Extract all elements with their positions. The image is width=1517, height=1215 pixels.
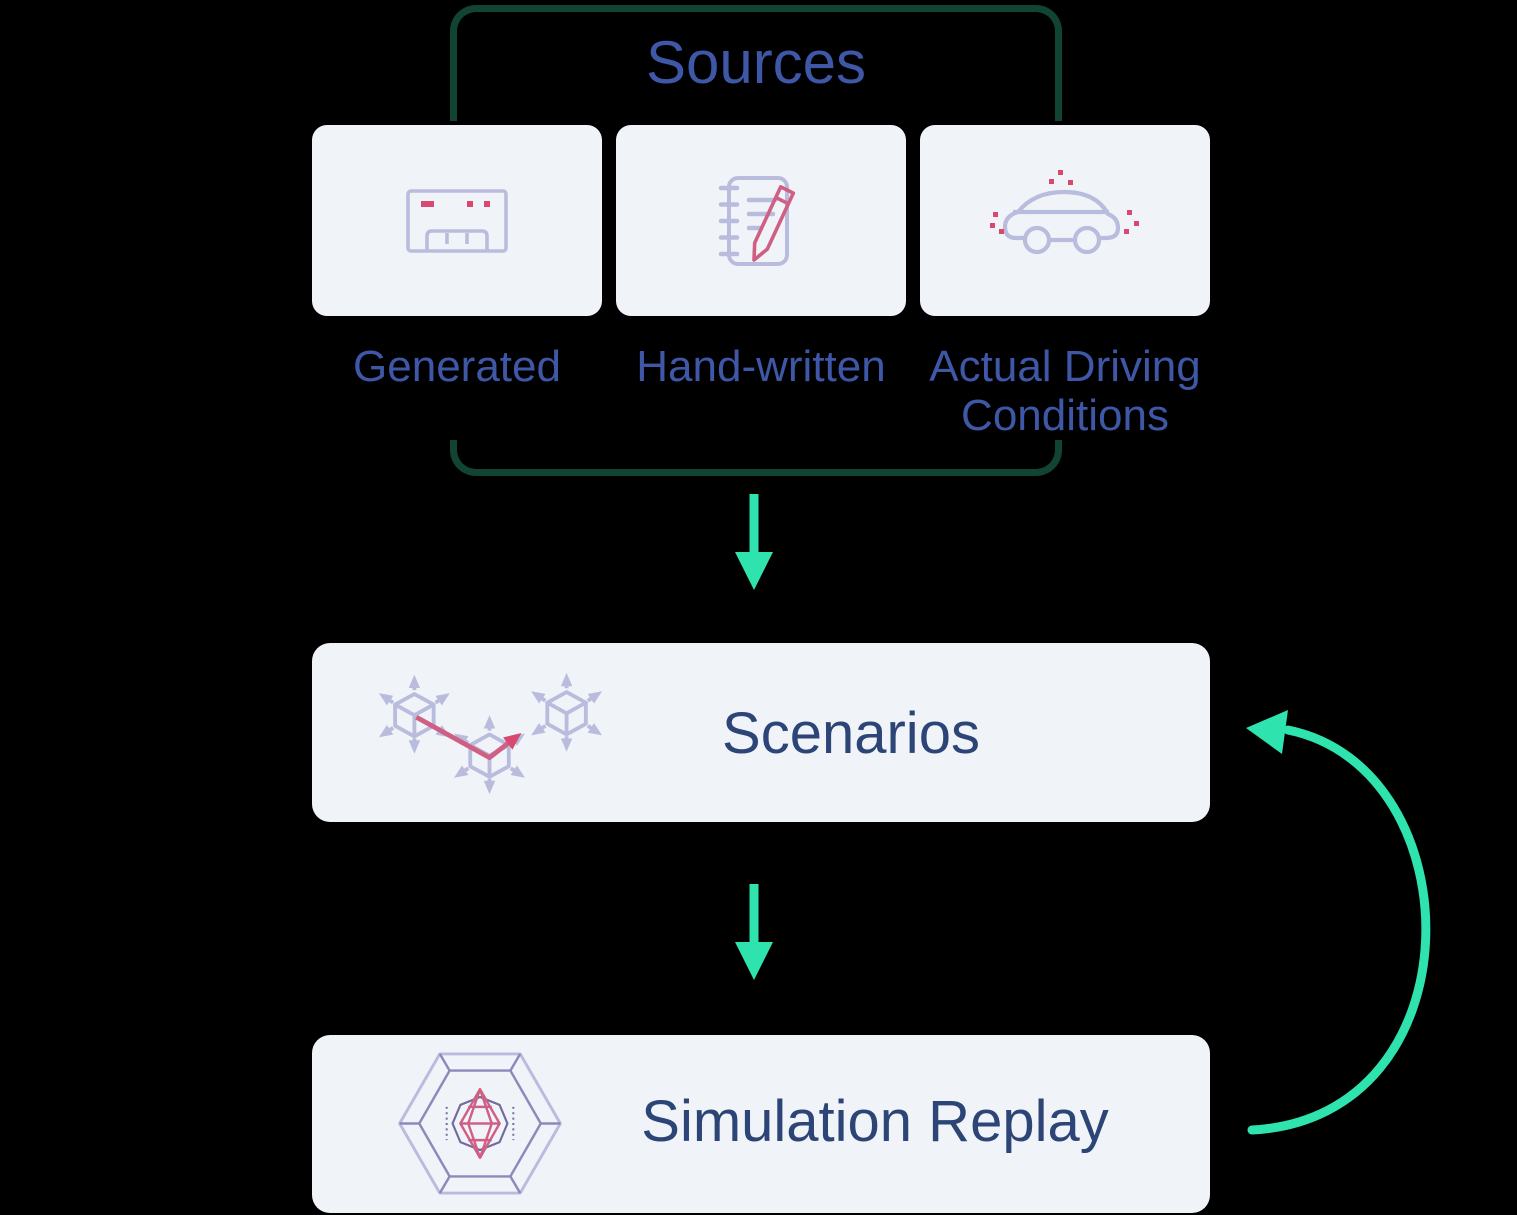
simulation-to-scenarios-feedback-arrow — [1246, 710, 1431, 1135]
scenarios-card — [312, 643, 1210, 822]
sources-to-scenarios-arrow — [735, 494, 773, 590]
scenarios-title: Scenarios — [722, 701, 980, 766]
scenarios-to-simulation-arrow — [735, 884, 773, 980]
sensor-car-icon — [990, 170, 1139, 255]
simulation-replay-title: Simulation Replay — [641, 1089, 1109, 1154]
sources-group-title: Sources — [645, 29, 867, 96]
simulation-hexagon-icon — [398, 1052, 562, 1195]
sources-bracket-bottom — [450, 440, 1062, 476]
scenario-generator-machine-icon — [406, 188, 508, 253]
source-label-hand-written: Hand-written — [636, 342, 886, 391]
notebook-pencil-icon — [718, 175, 796, 266]
source-label-actual-driving: Actual Driving Conditions — [929, 342, 1201, 440]
scenario-cubes-icon — [372, 665, 608, 802]
sources-bracket-top — [450, 5, 1062, 121]
source-card-generated — [312, 125, 602, 316]
source-card-hand-written — [616, 125, 906, 316]
source-card-actual-driving — [920, 125, 1210, 316]
source-label-generated: Generated — [353, 342, 561, 391]
